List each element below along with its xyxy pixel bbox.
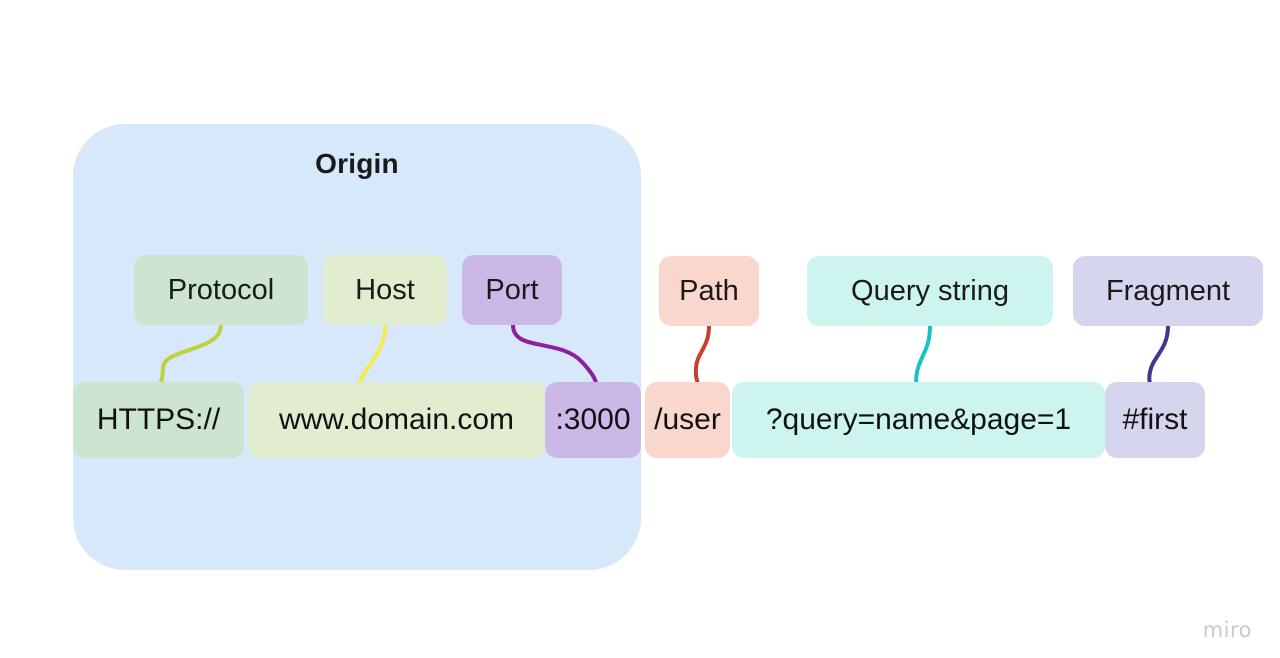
label-text-host: Host [355, 273, 415, 306]
label-chip-port[interactable]: Port [462, 255, 562, 325]
url-text-fragment: #first [1122, 403, 1188, 436]
label-text-query-string: Query string [851, 274, 1009, 307]
url-text-query-string: ?query=name&page=1 [765, 403, 1072, 436]
url-text-path: /user [654, 403, 721, 436]
label-text-path: Path [679, 274, 739, 307]
url-segment-query-string[interactable]: ?query=name&page=1 [732, 382, 1105, 458]
url-segment-host[interactable]: www.domain.com [248, 382, 545, 458]
url-text-port: :3000 [555, 403, 631, 436]
url-segment-protocol[interactable]: HTTPS:// [73, 382, 244, 458]
origin-container [73, 124, 641, 570]
label-chip-protocol[interactable]: Protocol [134, 255, 308, 325]
url-segment-port[interactable]: :3000 [545, 382, 641, 458]
label-chip-fragment[interactable]: Fragment [1073, 256, 1263, 326]
label-text-port: Port [485, 273, 539, 306]
miro-watermark: miro [1202, 618, 1252, 642]
label-chip-query-string[interactable]: Query string [807, 256, 1053, 326]
label-chip-host[interactable]: Host [323, 255, 447, 325]
origin-title: Origin [315, 148, 399, 179]
label-text-protocol: Protocol [167, 273, 275, 306]
url-text-host: www.domain.com [278, 403, 515, 436]
label-text-fragment: Fragment [1105, 274, 1231, 307]
label-chip-path[interactable]: Path [659, 256, 759, 326]
url-segment-path[interactable]: /user [645, 382, 730, 458]
url-segment-fragment[interactable]: #first [1105, 382, 1205, 458]
url-text-protocol: HTTPS:// [96, 403, 221, 436]
